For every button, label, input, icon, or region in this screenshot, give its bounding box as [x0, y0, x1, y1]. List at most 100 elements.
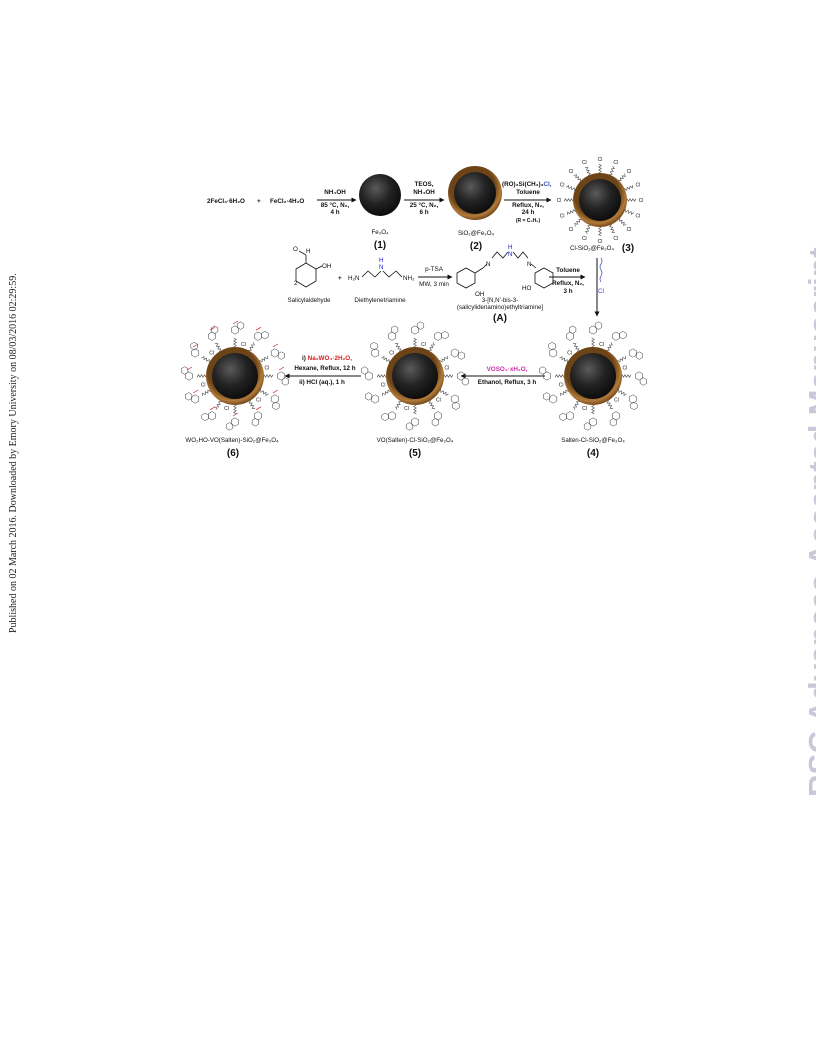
linker-chain: [248, 342, 255, 351]
chloride-tag: Cl: [569, 227, 574, 233]
linker-chain: [563, 198, 574, 202]
step2-time: 6 h: [419, 209, 428, 216]
aldehyde-oh: OH: [322, 263, 332, 270]
nanoparticle-cl-sio2-fe3o4: [573, 173, 627, 227]
grafting-time: 3 h: [563, 288, 572, 295]
tungstate-group: [192, 389, 199, 394]
ligand-ring: [270, 394, 279, 404]
ligand-ho: HO: [522, 285, 532, 292]
ligand-ring: [388, 331, 396, 341]
step3-silane: (RO)₃Si(CH₂)₃: [502, 181, 544, 188]
linker-chain: [560, 389, 569, 397]
tungstate-group: [255, 406, 262, 411]
linker-chain: [201, 356, 210, 363]
linker-chain: [215, 401, 222, 410]
linker-chain: [621, 374, 632, 378]
cmp3-number: (3): [622, 243, 634, 254]
chloride-tag: Cl: [389, 351, 394, 357]
linker-chain: [566, 209, 576, 216]
ligand-oh: OH: [475, 291, 485, 298]
chloride-tag: Cl: [560, 214, 565, 220]
ligand-ring: [388, 411, 396, 421]
ligand-ring: [371, 348, 380, 358]
ligand-number: (A): [493, 313, 507, 324]
chloride-tag: Cl: [241, 342, 246, 348]
linker-chain: [196, 374, 207, 378]
linker-chain: [573, 401, 580, 410]
cmp1-number: (1): [374, 240, 386, 251]
ligand-ring: [371, 394, 380, 404]
chloride-tag: Cl: [627, 227, 632, 233]
salicylaldehyde-label: Salicylaldehyde: [288, 297, 332, 304]
ligand-ring: [549, 394, 558, 404]
chloride-tag: Cl: [381, 383, 386, 389]
linker-chain: [585, 225, 591, 234]
step2-reagent1: TEOS,: [415, 181, 434, 188]
ligand-ring: [261, 331, 269, 340]
nanoparticle-wo2ho-vo-salten: [206, 347, 264, 405]
ligand-ring: [543, 392, 551, 401]
ligand-ring: [461, 377, 469, 386]
linker-chain: [382, 389, 391, 397]
linker-chain: [376, 374, 387, 378]
linker-chain: [260, 389, 269, 396]
linker-chain: [554, 374, 565, 378]
linker-chain: [609, 224, 616, 234]
ligand-nh-n: N: [508, 251, 513, 258]
ligand-ring: [405, 422, 414, 431]
ligand-ring: [411, 417, 419, 427]
ligand-ring: [254, 331, 262, 341]
chloride-tag: Cl: [404, 406, 409, 412]
linker-chain: [202, 389, 211, 397]
linker-chain: [248, 400, 256, 409]
tungstate-group: [209, 326, 216, 331]
ligand-ring: [619, 331, 627, 340]
condensation-catalyst: p-TSA: [425, 266, 444, 273]
chloride-tag: Cl: [421, 342, 426, 348]
ligand-ring: [612, 331, 620, 341]
linker-chain: [413, 337, 417, 348]
ligand-ring: [628, 348, 637, 358]
chloride-tag: Cl: [627, 169, 632, 175]
ligand-ring: [457, 351, 465, 360]
linker-chain: [259, 355, 268, 363]
cmp5-number: (5): [409, 448, 421, 459]
tungstate-group: [209, 406, 216, 411]
linker-chain: [413, 404, 417, 415]
linker-chain: [598, 163, 602, 174]
tungstate-step-index: i): [302, 355, 306, 362]
ligand-ring: [549, 348, 558, 358]
ligand-ring: [391, 325, 399, 334]
linker-chain: [609, 166, 615, 175]
ligand-ring: [589, 417, 597, 427]
ligand-ring: [270, 348, 279, 358]
vertical-linker: [599, 257, 603, 283]
linker-chain: [439, 355, 448, 363]
ligand-ring: [277, 351, 285, 360]
linker-chain: [618, 389, 627, 396]
linker-chain: [598, 226, 602, 237]
ligand-ring: [191, 348, 200, 358]
diethylenetriamine-label: Diethylenetriamine: [354, 297, 406, 304]
ligand-ring: [548, 342, 556, 351]
step3-condition: Reflux, N₂,: [512, 202, 544, 209]
chloride-tag: Cl: [560, 182, 565, 188]
nanoparticle-sio2-fe3o4: [448, 166, 502, 220]
chloride-tag: Cl: [567, 351, 572, 357]
tungstate-group: [272, 343, 279, 348]
aldehyde-h: H: [306, 248, 311, 255]
step3-r-definition: (R = C₂H₅): [516, 218, 541, 224]
chloride-tag: Cl: [599, 342, 604, 348]
linker-chain: [394, 343, 402, 352]
ligand-ring: [630, 401, 638, 410]
ligand-ring: [457, 371, 465, 381]
chloride-tag: Cl: [557, 198, 562, 204]
ligand-ring: [211, 325, 219, 334]
amine-nh-n: N: [379, 264, 384, 271]
plus-sign-2: +: [338, 275, 342, 282]
step2-reagent2: NH₄OH: [413, 189, 435, 196]
linker-chain: [440, 389, 449, 396]
linker-chain: [606, 400, 614, 409]
chloride-tag: Cl: [256, 397, 261, 403]
